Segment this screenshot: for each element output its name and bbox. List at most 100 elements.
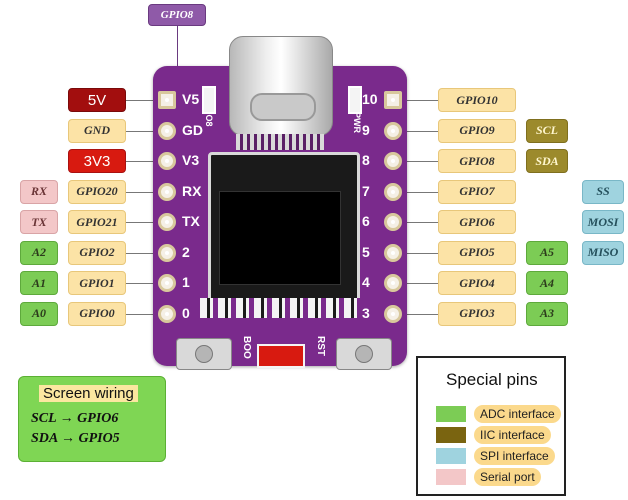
right-pad-4 (384, 213, 402, 231)
red-led (257, 344, 305, 368)
left-extra-label-7: A0 (20, 301, 58, 326)
rst-silk: RST (315, 336, 326, 356)
left-extra-label-3: RX (20, 179, 58, 204)
top-gpio8-leader (177, 26, 178, 68)
reset-button[interactable] (336, 338, 392, 370)
left-pad-2 (158, 152, 176, 170)
right-leader-3 (400, 191, 438, 193)
left-leader-1 (126, 130, 160, 132)
usb-c-connector (229, 36, 333, 136)
pwr-led (348, 86, 362, 114)
right-pad-2 (384, 152, 402, 170)
left-leader-0 (126, 100, 160, 101)
right-pad-5 (384, 243, 402, 262)
right-func-label-1: GPIO9 (438, 118, 516, 143)
left-func-label-5: GPIO2 (68, 240, 126, 265)
right-pad-3 (384, 182, 402, 201)
left-leader-4 (126, 222, 160, 223)
right-func-label-6: GPIO4 (438, 271, 516, 295)
left-pad-3 (158, 182, 176, 201)
left-leader-2 (126, 161, 160, 162)
right-extra2-label-5: MISO (582, 240, 624, 265)
left-pad-5 (158, 243, 176, 262)
left-leader-5 (126, 252, 160, 254)
left-silk-0: V5 (182, 91, 200, 107)
legend-swatch-2 (436, 448, 466, 464)
right-leader-4 (400, 222, 438, 223)
legend-label-0: ADC interface (474, 405, 561, 423)
right-func-label-4: GPIO6 (438, 210, 516, 234)
right-leader-0 (400, 100, 438, 101)
right-silk-7: 3 (362, 304, 370, 321)
usb-c-opening (250, 93, 316, 121)
right-leader-1 (400, 130, 438, 132)
left-func-label-6: GPIO1 (68, 271, 126, 295)
left-leader-6 (126, 283, 160, 284)
legend-label-2: SPI interface (474, 447, 555, 465)
boo-silk: BOO (241, 336, 252, 359)
left-silk-4: TX (182, 213, 200, 229)
right-leader-2 (400, 161, 438, 162)
legend-swatch-3 (436, 469, 466, 485)
left-leader-7 (126, 313, 160, 315)
right-extra-label-6: A4 (526, 271, 568, 295)
right-silk-2: 8 (362, 152, 370, 168)
left-extra-label-6: A1 (20, 271, 58, 295)
left-pad-7 (158, 304, 176, 323)
legend-title: Special pins (446, 370, 538, 389)
left-extra-label-4: TX (20, 210, 58, 234)
left-func-label-3: GPIO20 (68, 179, 126, 204)
boot-button[interactable] (176, 338, 232, 370)
left-func-label-7: GPIO0 (68, 301, 126, 326)
legend-label-3: Serial port (474, 468, 541, 486)
right-silk-5: 5 (362, 243, 370, 260)
oled-frame (208, 152, 360, 302)
left-func-label-1: GND (68, 118, 126, 143)
right-func-label-3: GPIO7 (438, 179, 516, 204)
left-silk-7: 0 (182, 304, 190, 321)
left-func-label-0: 5V (68, 88, 126, 112)
left-pad-0 (158, 91, 176, 109)
legend-swatch-0 (436, 406, 466, 422)
oled-glass (219, 191, 341, 285)
usb-pins (236, 134, 324, 150)
left-silk-2: V3 (182, 152, 200, 168)
right-extra-label-3: SS (582, 179, 624, 204)
right-pad-6 (384, 274, 402, 292)
right-silk-4: 6 (362, 213, 370, 229)
right-extra-label-7: A3 (526, 301, 568, 326)
right-extra-label-2: SDA (526, 149, 568, 173)
right-func-label-0: GPIO10 (438, 88, 516, 112)
left-silk-5: 2 (182, 243, 190, 260)
right-extra-label-5: A5 (526, 240, 568, 265)
io8-silk: IO8 (204, 112, 214, 127)
right-silk-1: 9 (362, 121, 370, 138)
left-func-label-4: GPIO21 (68, 210, 126, 234)
left-pad-6 (158, 274, 176, 292)
right-pad-0 (384, 91, 402, 109)
left-pad-4 (158, 213, 176, 231)
left-silk-1: GD (182, 121, 203, 138)
screen-wiring-title: Screen wiring (39, 385, 138, 402)
component-row (200, 298, 360, 318)
right-func-label-7: GPIO3 (438, 301, 516, 326)
screen-wiring-row2: SDA → GPIO5 (31, 431, 120, 446)
right-silk-6: 4 (362, 274, 370, 290)
right-leader-5 (400, 252, 438, 254)
right-pad-7 (384, 304, 402, 323)
right-extra-label-4: MOSI (582, 210, 624, 234)
left-func-label-2: 3V3 (68, 149, 126, 173)
left-pad-1 (158, 121, 176, 140)
screen-wiring-box: Screen wiring SCL → GPIO6 SDA → GPIO5 (18, 376, 166, 462)
legend-label-1: IIC interface (474, 426, 551, 444)
right-leader-6 (400, 283, 438, 284)
screen-wiring-row1: SCL → GPIO6 (31, 411, 119, 426)
left-silk-3: RX (182, 182, 202, 199)
pwr-silk: PWR (352, 112, 362, 133)
right-extra-label-1: SCL (526, 118, 568, 143)
right-silk-3: 7 (362, 182, 370, 199)
io8-led (202, 86, 216, 114)
legend-swatch-1 (436, 427, 466, 443)
left-leader-3 (126, 191, 160, 193)
